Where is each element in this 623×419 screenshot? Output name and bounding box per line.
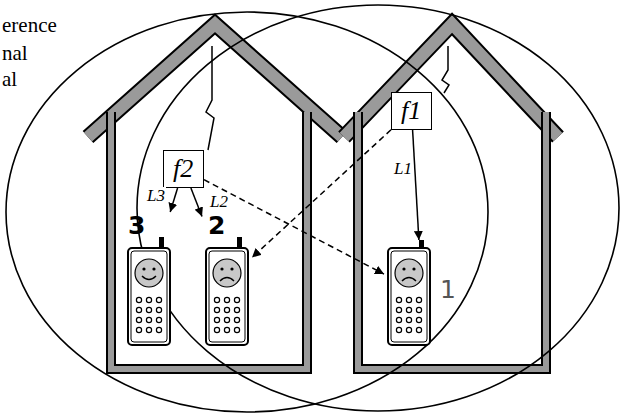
mobile-phone: 2 bbox=[202, 212, 252, 349]
phone-key bbox=[224, 317, 229, 322]
phone-body bbox=[388, 248, 430, 345]
phone-eye bbox=[402, 267, 405, 270]
phone-key bbox=[214, 317, 219, 322]
house-roof bbox=[344, 24, 558, 137]
callout-number: 1 bbox=[440, 276, 456, 304]
link-label: L3 bbox=[146, 187, 166, 206]
phone-key bbox=[396, 317, 401, 322]
house-roof bbox=[344, 24, 558, 137]
phone-key bbox=[224, 307, 229, 312]
phone-key bbox=[214, 327, 219, 332]
legend-fragment: al bbox=[2, 68, 17, 91]
legend-fragment: nal bbox=[2, 42, 28, 65]
mobile-phone: 1 bbox=[384, 240, 460, 348]
phone-key bbox=[234, 307, 239, 312]
phone-key bbox=[136, 307, 141, 312]
phone-key bbox=[136, 327, 141, 332]
callout-number: 3 bbox=[128, 212, 145, 240]
phone-body bbox=[131, 251, 167, 342]
phone-key bbox=[406, 327, 411, 332]
phone-key bbox=[416, 327, 421, 332]
phone-mouth bbox=[402, 278, 416, 282]
phone-body bbox=[209, 251, 245, 342]
phone-eye bbox=[230, 267, 233, 270]
phone-key bbox=[214, 307, 219, 312]
phone-mouth bbox=[220, 278, 234, 282]
phone-key bbox=[146, 327, 151, 332]
phone-key bbox=[406, 297, 411, 302]
phone-key bbox=[396, 327, 401, 332]
phone-key bbox=[416, 317, 421, 322]
phone-key bbox=[396, 297, 401, 302]
coverage-area bbox=[6, 12, 488, 412]
phone-key bbox=[156, 327, 161, 332]
phone-key bbox=[156, 307, 161, 312]
phone-key bbox=[234, 297, 239, 302]
phone-key bbox=[224, 327, 229, 332]
phone-key bbox=[234, 317, 239, 322]
phone-key bbox=[136, 317, 141, 322]
phone-key bbox=[146, 317, 151, 322]
callout-number: 2 bbox=[208, 212, 225, 240]
interference-link bbox=[252, 130, 391, 258]
phone-eye bbox=[220, 267, 223, 270]
phone-eye bbox=[412, 267, 415, 270]
phone-face bbox=[213, 259, 241, 287]
phone-face bbox=[395, 259, 423, 287]
phone-body bbox=[206, 248, 248, 345]
frequency-box: f2 bbox=[163, 150, 204, 188]
phone-mouth bbox=[142, 276, 156, 280]
phone-key bbox=[214, 297, 219, 302]
phone-key bbox=[146, 307, 151, 312]
phone-key bbox=[234, 327, 239, 332]
phone-key bbox=[406, 317, 411, 322]
phone-key bbox=[146, 297, 151, 302]
house-wall bbox=[358, 112, 546, 369]
house-wall bbox=[358, 112, 546, 369]
phone-key bbox=[406, 307, 411, 312]
phone-key bbox=[396, 307, 401, 312]
legend-fragment: erence bbox=[2, 14, 57, 37]
phone-key bbox=[156, 317, 161, 322]
phone-eye bbox=[152, 267, 155, 270]
mobile-phone: 3 bbox=[124, 212, 174, 349]
link-label: L2 bbox=[209, 193, 229, 212]
phone-key bbox=[156, 297, 161, 302]
signal-link bbox=[413, 130, 419, 240]
frequency-box: f1 bbox=[391, 92, 432, 130]
frequency-label: f2 bbox=[173, 153, 194, 184]
phone-face bbox=[135, 259, 163, 287]
signal-link bbox=[170, 188, 177, 212]
signal-link bbox=[191, 188, 202, 216]
phone-body bbox=[128, 248, 170, 345]
phone-key bbox=[224, 297, 229, 302]
phone-key bbox=[416, 297, 421, 302]
link-label: L1 bbox=[393, 160, 413, 179]
phone-body bbox=[391, 251, 427, 342]
antenna bbox=[442, 46, 449, 93]
frequency-label: f1 bbox=[401, 95, 422, 126]
coverage-area bbox=[137, 5, 619, 411]
phone-key bbox=[136, 297, 141, 302]
phone-eye bbox=[142, 267, 145, 270]
phone-key bbox=[416, 307, 421, 312]
